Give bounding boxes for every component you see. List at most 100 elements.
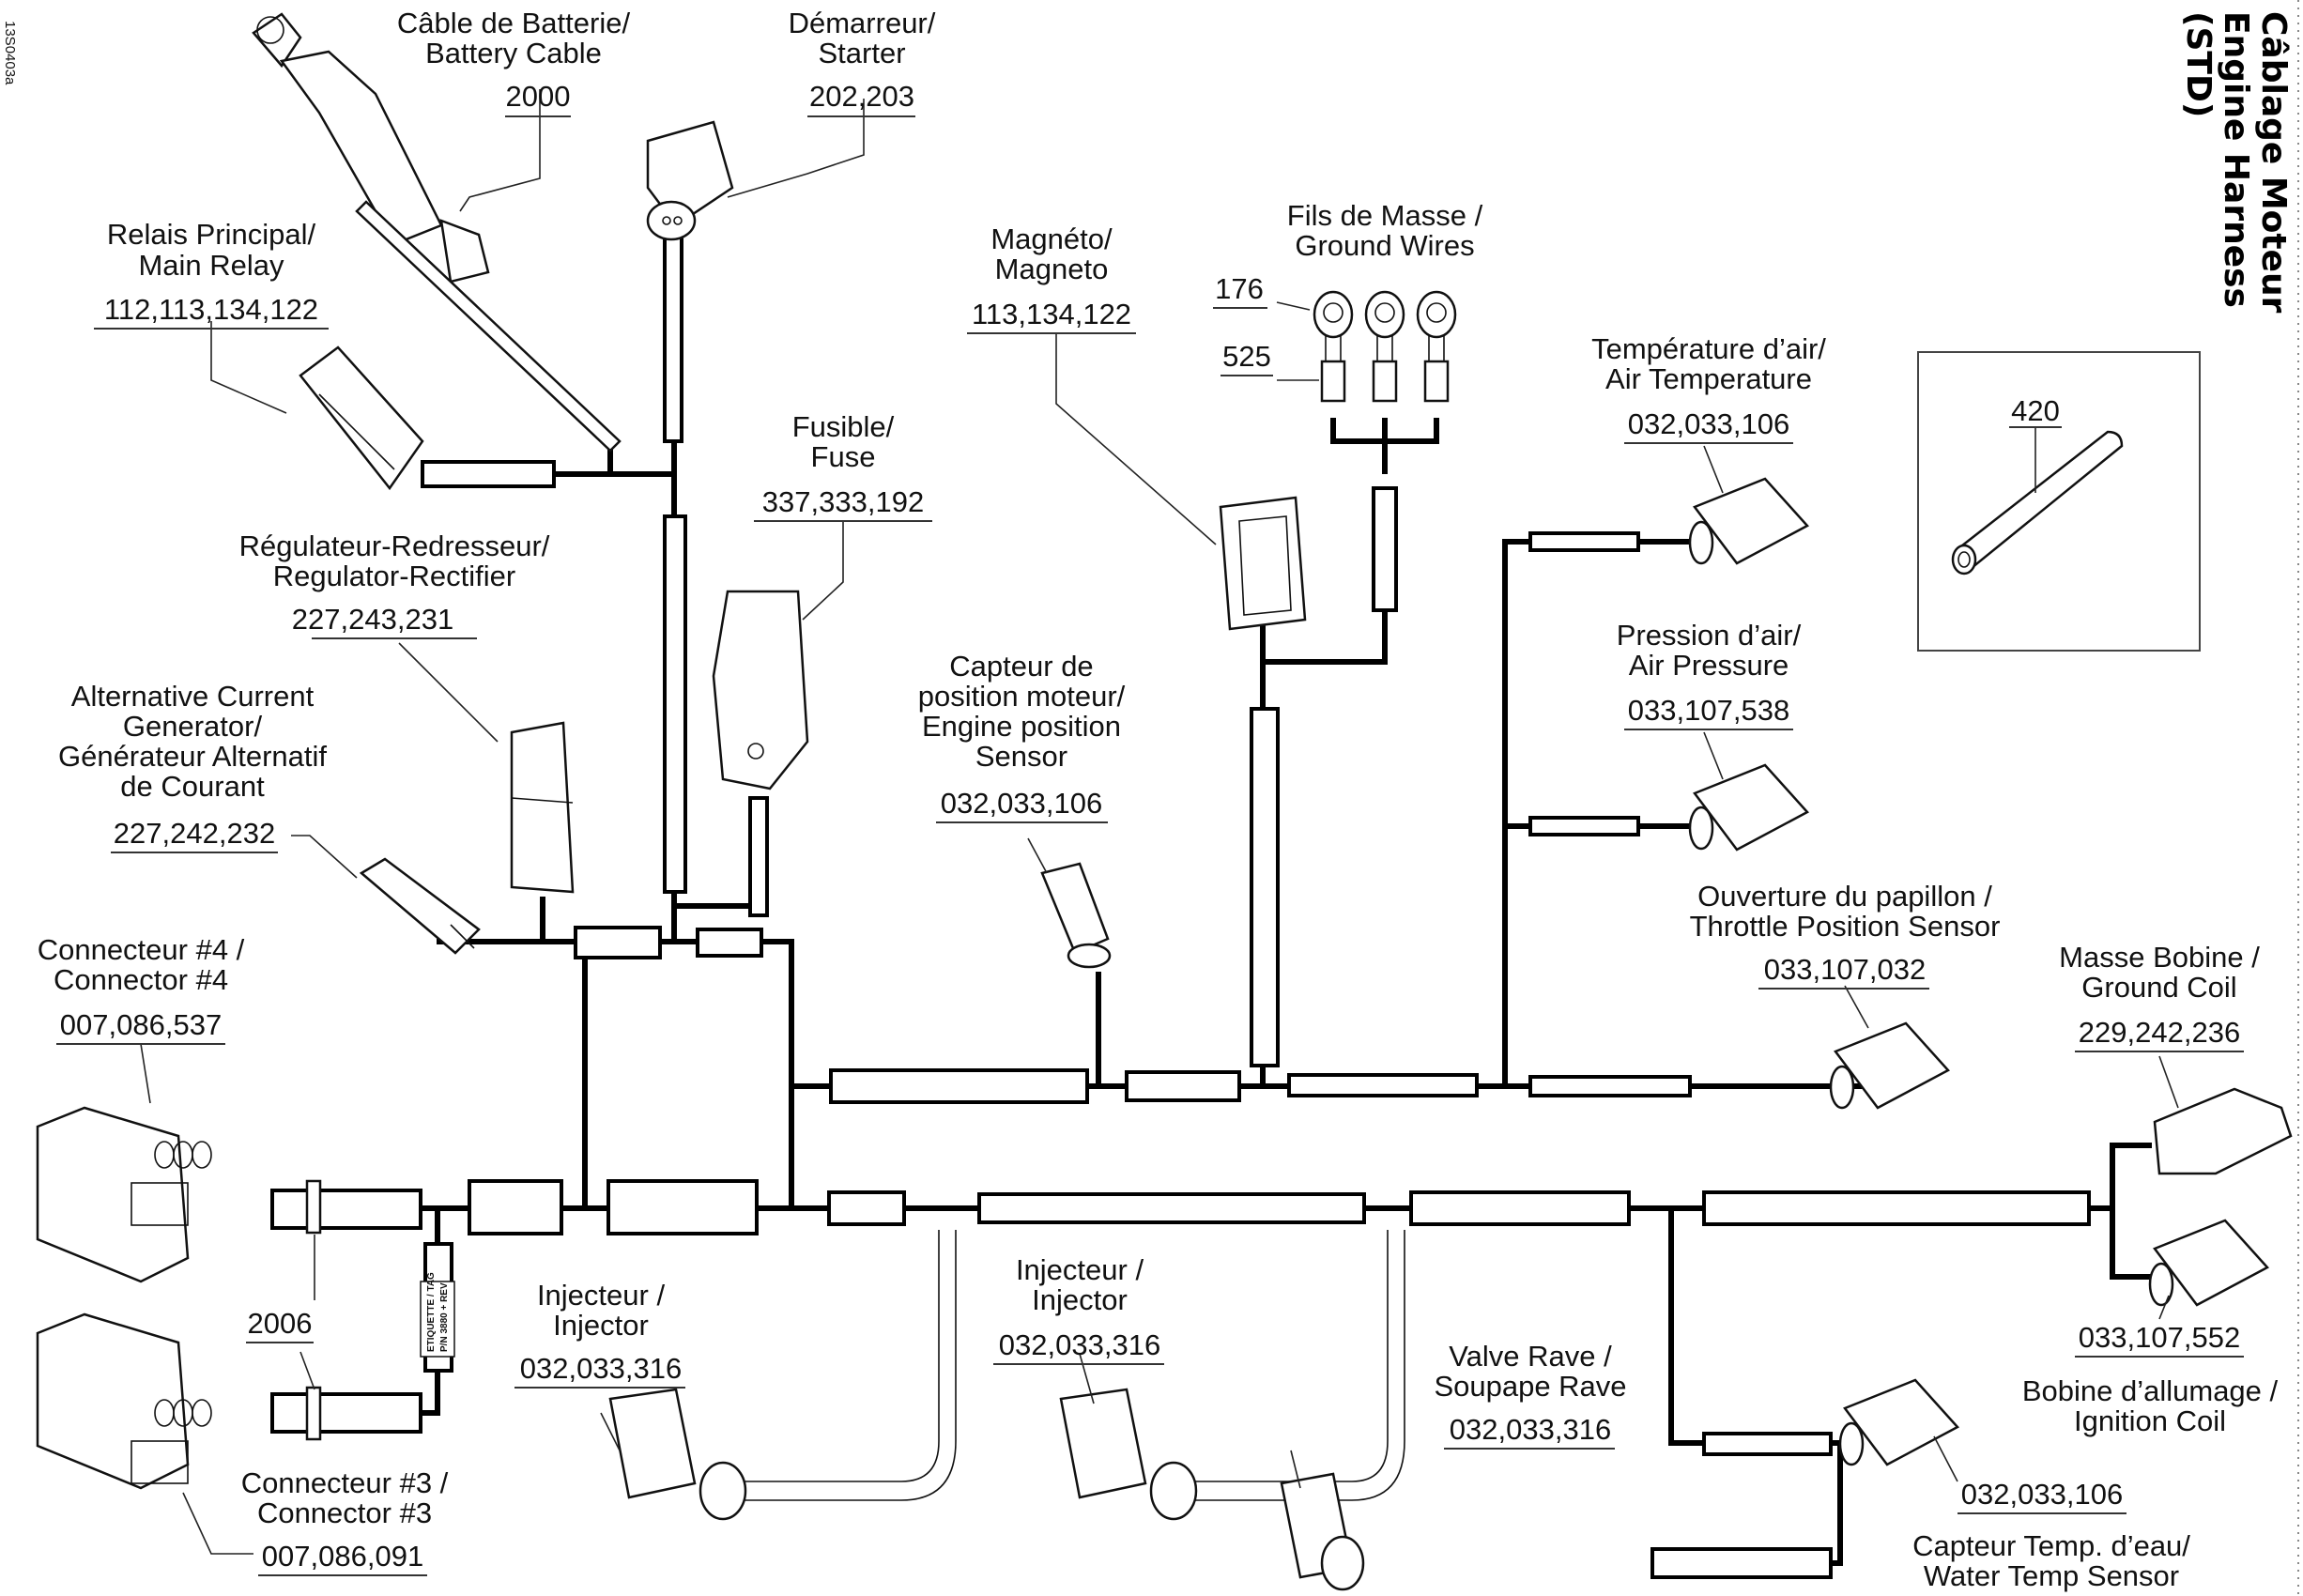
connector-3-parts: 007,086,091	[262, 1540, 423, 1573]
air-pressure-callout: Pression d’air/ Air Pressure 033,107,538	[1617, 619, 1802, 730]
harness-sleeves	[270, 223, 2091, 1579]
connector-3-part	[36, 1312, 253, 1555]
injector-1-label-en: Injector	[553, 1309, 649, 1342]
injector-1-callout: Injecteur / Injector 032,033,316	[514, 1279, 685, 1389]
injector-2-hose-outer	[1188, 1230, 1405, 1501]
starter-connector-part	[646, 99, 865, 241]
water-temp-sensor-callout: 032,033,106 Capteur Temp. d’eau/ Water T…	[1912, 1478, 2190, 1592]
main-relay-parts: 112,113,134,122	[104, 293, 318, 326]
ground-wire-terminals	[1276, 290, 1457, 403]
regulator-rectifier-callout: Régulateur-Redresseur/ Regulator-Rectifi…	[239, 529, 550, 639]
ac-generator-callout: Alternative Current Generator/ Générateu…	[58, 680, 327, 853]
throttle-position-sensor-parts: 033,107,032	[1764, 953, 1926, 986]
cable-tie-callout: 2006	[246, 1307, 314, 1343]
regulator-rectifier-label-en: Regulator-Rectifier	[273, 560, 515, 592]
battery-cable-label-en: Battery Cable	[425, 37, 602, 69]
sleeve-tube-inset	[1917, 351, 2201, 652]
connector-3-label-fr: Connecteur #3 /	[241, 1466, 449, 1499]
regulator-rectifier-label-fr: Régulateur-Redresseur/	[239, 529, 550, 562]
injector-1-part	[600, 1388, 747, 1521]
regulator-rectifier-part	[398, 642, 575, 894]
ground-wires-callout: Fils de Masse / Ground Wires 176 525	[1213, 199, 1483, 376]
magneto-part	[1055, 333, 1307, 631]
air-temperature-label-fr: Température d’air/	[1591, 332, 1826, 365]
injector-1-label-fr: Injecteur /	[537, 1279, 666, 1312]
fuse-part	[712, 521, 844, 790]
tag-line-1: ETIQUETTE / TAG	[426, 1272, 437, 1352]
battery-cable-parts: 2000	[506, 80, 571, 113]
fuse-label-en: Fuse	[811, 440, 876, 473]
fuse-label-fr: Fusible/	[792, 410, 895, 443]
injector-1-hose-outer	[737, 1230, 957, 1501]
throttle-position-sensor-callout: Ouverture du papillon / Throttle Positio…	[1690, 880, 2000, 990]
ground-wires-label-en: Ground Wires	[1295, 229, 1474, 262]
sleeve-tube-callout: 420	[2009, 394, 2062, 428]
injector-2-hose	[1188, 1230, 1389, 1482]
air-pressure-parts: 033,107,538	[1628, 694, 1789, 727]
starter-label-en: Starter	[818, 37, 905, 69]
title-line-1: Câblage Moteur	[2254, 11, 2293, 314]
ac-generator-part	[291, 835, 481, 955]
cable-tie-parts: 2006	[248, 1307, 313, 1340]
starter-label-fr: Démarreur/	[789, 7, 936, 39]
ac-generator-label-4: de Courant	[120, 770, 265, 803]
engine-position-sensor-part	[1027, 837, 1112, 969]
connector-3-label-en: Connector #3	[257, 1496, 432, 1529]
fuse-parts: 337,333,192	[762, 485, 924, 518]
water-temp-sensor-parts: 032,033,106	[1961, 1478, 2123, 1511]
throttle-position-sensor-part	[1829, 985, 1950, 1110]
rave-valve-label-en: Soupape Rave	[1434, 1370, 1626, 1403]
connector-4-parts: 007,086,537	[60, 1008, 222, 1041]
title-line-2: Engine Harness	[2217, 11, 2255, 308]
engine-position-sensor-label-4: Sensor	[975, 740, 1067, 773]
ignition-coil-label-en: Ignition Coil	[2074, 1404, 2226, 1437]
starter-callout: Démarreur/ Starter 202,203	[789, 7, 936, 117]
drawing-code: 13S0403a	[2, 21, 18, 85]
magneto-label-en: Magneto	[995, 253, 1109, 285]
ground-coil-callout: Masse Bobine / Ground Coil 229,242,236	[2059, 941, 2260, 1052]
injector-2-part	[1059, 1353, 1198, 1521]
engine-position-sensor-label-1: Capteur de	[949, 650, 1093, 683]
engine-position-sensor-callout: Capteur de position moteur/ Engine posit…	[918, 650, 1126, 823]
ground-coil-part	[2153, 1055, 2293, 1175]
water-temp-sensor-label-en: Water Temp Sensor	[1924, 1559, 2179, 1592]
ground-wires-sleeve-part: 525	[1222, 340, 1271, 373]
engine-position-sensor-label-3: Engine position	[922, 710, 1121, 743]
ignition-coil-part	[2148, 1219, 2269, 1320]
air-temperature-label-en: Air Temperature	[1605, 362, 1812, 395]
ignition-coil-label-fr: Bobine d’allumage /	[2022, 1374, 2279, 1407]
engine-position-sensor-parts: 032,033,106	[941, 787, 1102, 820]
sleeve-tube-parts: 420	[2011, 394, 2060, 427]
connector-4-part	[36, 1043, 212, 1283]
ground-wires-ring-part: 176	[1215, 272, 1264, 305]
magneto-callout: Magnéto/ Magneto 113,134,122	[967, 223, 1136, 334]
connector-4-label-fr: Connecteur #4 /	[38, 933, 245, 966]
cable-tie-parts	[299, 1179, 322, 1441]
ac-generator-label-2: Generator/	[123, 710, 263, 743]
battery-cable-label-fr: Câble de Batterie/	[397, 7, 631, 39]
connector-4-callout: Connecteur #4 / Connector #4 007,086,537	[38, 933, 245, 1045]
fuse-callout: Fusible/ Fuse 337,333,192	[754, 410, 932, 522]
ac-generator-label-3: Générateur Alternatif	[58, 740, 327, 773]
harness-tag: ETIQUETTE / TAG P/N 3880 + REV	[420, 1272, 455, 1358]
engine-position-sensor-label-2: position moteur/	[918, 680, 1126, 713]
air-temperature-part	[1688, 445, 1809, 565]
injector-1-parts: 032,033,316	[520, 1352, 682, 1385]
rave-valve-callout: Valve Rave / Soupape Rave 032,033,316	[1434, 1340, 1627, 1450]
main-relay-part	[210, 321, 424, 491]
ac-generator-label-1: Alternative Current	[71, 680, 315, 713]
injector-2-label-fr: Injecteur /	[1016, 1253, 1144, 1286]
rave-valve-parts: 032,033,316	[1450, 1413, 1611, 1446]
diagram-title: Câblage Moteur Engine Harness (STD)	[2179, 11, 2293, 314]
air-pressure-label-en: Air Pressure	[1629, 649, 1789, 682]
injector-1-hose	[737, 1230, 940, 1482]
connector-3-callout: Connecteur #3 / Connector #3 007,086,091	[241, 1466, 449, 1576]
magneto-parts: 113,134,122	[972, 298, 1131, 330]
rave-valve-label-fr: Valve Rave /	[1449, 1340, 1612, 1373]
starter-parts: 202,203	[809, 80, 914, 113]
title-line-3: (STD)	[2179, 11, 2218, 117]
ac-generator-parts: 227,242,232	[114, 817, 275, 850]
air-pressure-label-fr: Pression d’air/	[1617, 619, 1802, 652]
air-pressure-part	[1688, 731, 1809, 852]
